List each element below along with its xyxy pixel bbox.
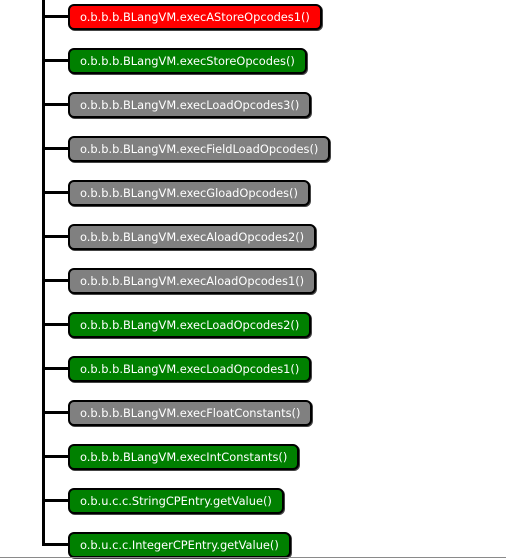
call-node-exec-float-constants[interactable]: o.b.b.b.BLangVM.execFloatConstants() bbox=[68, 400, 313, 426]
branch-connector bbox=[42, 235, 69, 238]
branch-connector bbox=[42, 367, 69, 370]
branch-connector bbox=[42, 59, 69, 62]
call-node-exec-load-opcodes1[interactable]: o.b.b.b.BLangVM.execLoadOpcodes1() bbox=[68, 356, 312, 382]
branch-connector bbox=[42, 15, 69, 18]
call-node-exec-gload-opcodes[interactable]: o.b.b.b.BLangVM.execGloadOpcodes() bbox=[68, 180, 310, 206]
branch-connector bbox=[42, 323, 69, 326]
call-node-exec-aload-opcodes1[interactable]: o.b.b.b.BLangVM.execAloadOpcodes1() bbox=[68, 268, 317, 294]
branch-connector bbox=[42, 543, 69, 546]
call-node-exec-store-opcodes[interactable]: o.b.b.b.BLangVM.execStoreOpcodes() bbox=[68, 48, 307, 74]
branch-connector bbox=[42, 499, 69, 502]
call-node-exec-int-constants[interactable]: o.b.b.b.BLangVM.execIntConstants() bbox=[68, 444, 300, 470]
branch-connector bbox=[42, 455, 69, 458]
branch-connector bbox=[42, 147, 69, 150]
tree-trunk-connector bbox=[42, 0, 45, 544]
call-node-exec-load-opcodes3[interactable]: o.b.b.b.BLangVM.execLoadOpcodes3() bbox=[68, 92, 312, 118]
branch-connector bbox=[42, 411, 69, 414]
call-node-exec-aload-opcodes2[interactable]: o.b.b.b.BLangVM.execAloadOpcodes2() bbox=[68, 224, 317, 250]
call-node-exec-field-load-opcodes[interactable]: o.b.b.b.BLangVM.execFieldLoadOpcodes() bbox=[68, 136, 331, 162]
bottom-border bbox=[0, 557, 506, 558]
call-node-exec-astore-opcodes1[interactable]: o.b.b.b.BLangVM.execAStoreOpcodes1() bbox=[68, 4, 322, 30]
call-node-string-cp-entry-get-value[interactable]: o.b.u.c.c.StringCPEntry.getValue() bbox=[68, 488, 284, 514]
branch-connector bbox=[42, 279, 69, 282]
branch-connector bbox=[42, 191, 69, 194]
call-node-exec-load-opcodes2[interactable]: o.b.b.b.BLangVM.execLoadOpcodes2() bbox=[68, 312, 312, 338]
call-node-integer-cp-entry-get-value[interactable]: o.b.u.c.c.IntegerCPEntry.getValue() bbox=[68, 532, 291, 558]
branch-connector bbox=[42, 103, 69, 106]
